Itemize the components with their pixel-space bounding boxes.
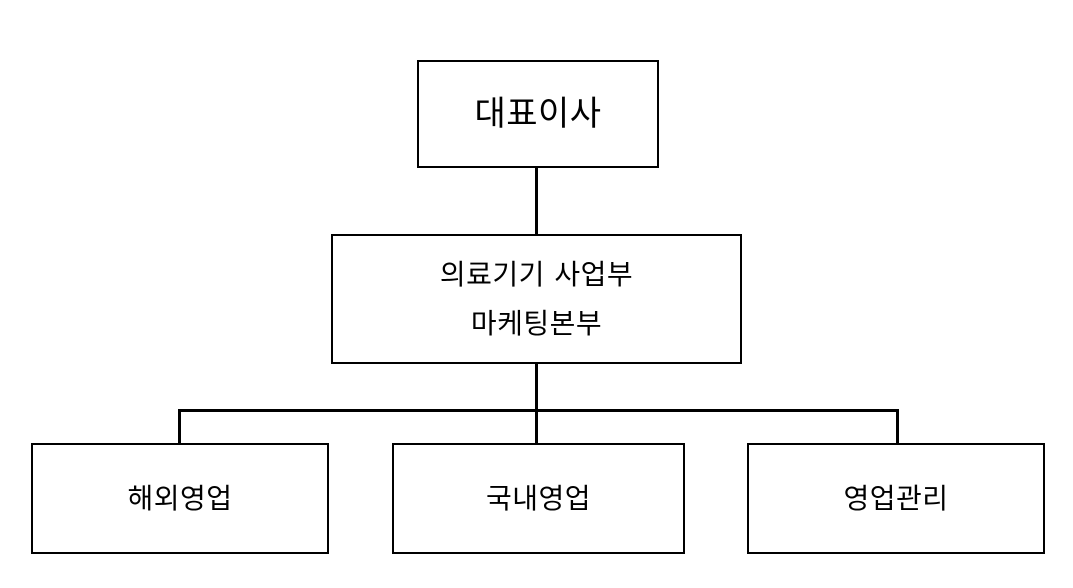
connector-bus-to-leaf-0 <box>178 409 181 445</box>
org-node-leaf-overseas-sales: 해외영업 <box>31 443 329 554</box>
connector-horizontal-bus <box>178 409 899 412</box>
org-node-division-label-line1: 의료기기 사업부 <box>439 258 634 291</box>
org-node-division-label-line2: 마케팅본부 <box>470 307 603 340</box>
org-node-leaf-2-label: 영업관리 <box>843 482 949 515</box>
org-node-leaf-sales-management: 영업관리 <box>747 443 1045 554</box>
org-node-division: 의료기기 사업부 마케팅본부 <box>331 234 742 364</box>
org-node-leaf-0-label: 해외영업 <box>127 482 233 515</box>
org-node-leaf-domestic-sales: 국내영업 <box>392 443 685 554</box>
connector-bus-to-leaf-1 <box>535 409 538 445</box>
org-node-root-label: 대표이사 <box>474 93 602 134</box>
org-node-leaf-1-label: 국내영업 <box>485 482 592 515</box>
connector-root-to-division <box>535 167 538 235</box>
connector-bus-to-leaf-2 <box>896 409 899 445</box>
org-node-root: 대표이사 <box>417 60 659 168</box>
connector-division-to-bus <box>535 363 538 412</box>
